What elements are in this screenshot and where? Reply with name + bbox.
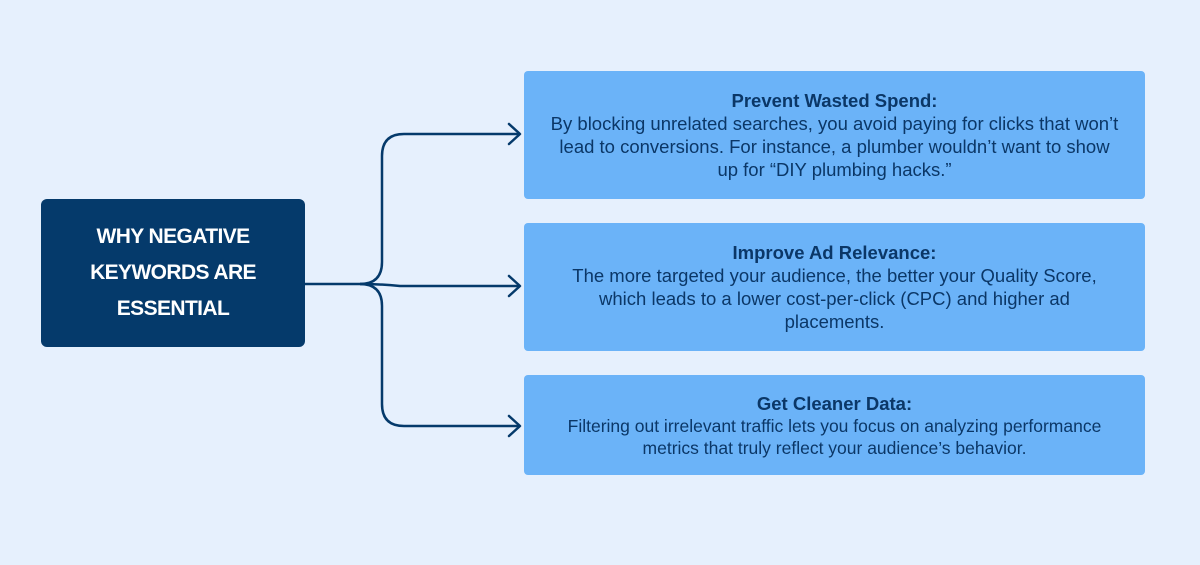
branch-description: The more targeted your audience, the bet… xyxy=(572,265,1097,332)
branch-card-get-cleaner-data: Get Cleaner Data: Filtering out irreleva… xyxy=(524,375,1145,475)
branch-card-prevent-wasted-spend: Prevent Wasted Spend: By blocking unrela… xyxy=(524,71,1145,199)
branch-title: Get Cleaner Data: xyxy=(756,392,913,414)
arrowhead-3 xyxy=(507,414,522,438)
connector-branch-3 xyxy=(359,282,519,428)
root-node: Why Negative Keywords Are Essential xyxy=(41,199,305,347)
root-title: Why Negative Keywords Are Essential xyxy=(90,225,256,320)
arrowhead-2 xyxy=(507,274,522,298)
branch-description: Filtering out irrelevant traffic lets yo… xyxy=(567,415,1102,458)
branch-title: Prevent Wasted Spend: xyxy=(731,90,938,111)
branch-description: By blocking unrelated searches, you avoi… xyxy=(550,113,1119,180)
arrowhead-1 xyxy=(507,122,522,146)
branch-title: Improve Ad Relevance: xyxy=(732,242,937,263)
connector-branch-1 xyxy=(359,132,519,286)
connector-branch-2 xyxy=(359,282,519,288)
branch-card-improve-ad-relevance: Improve Ad Relevance: The more targeted … xyxy=(524,223,1145,351)
